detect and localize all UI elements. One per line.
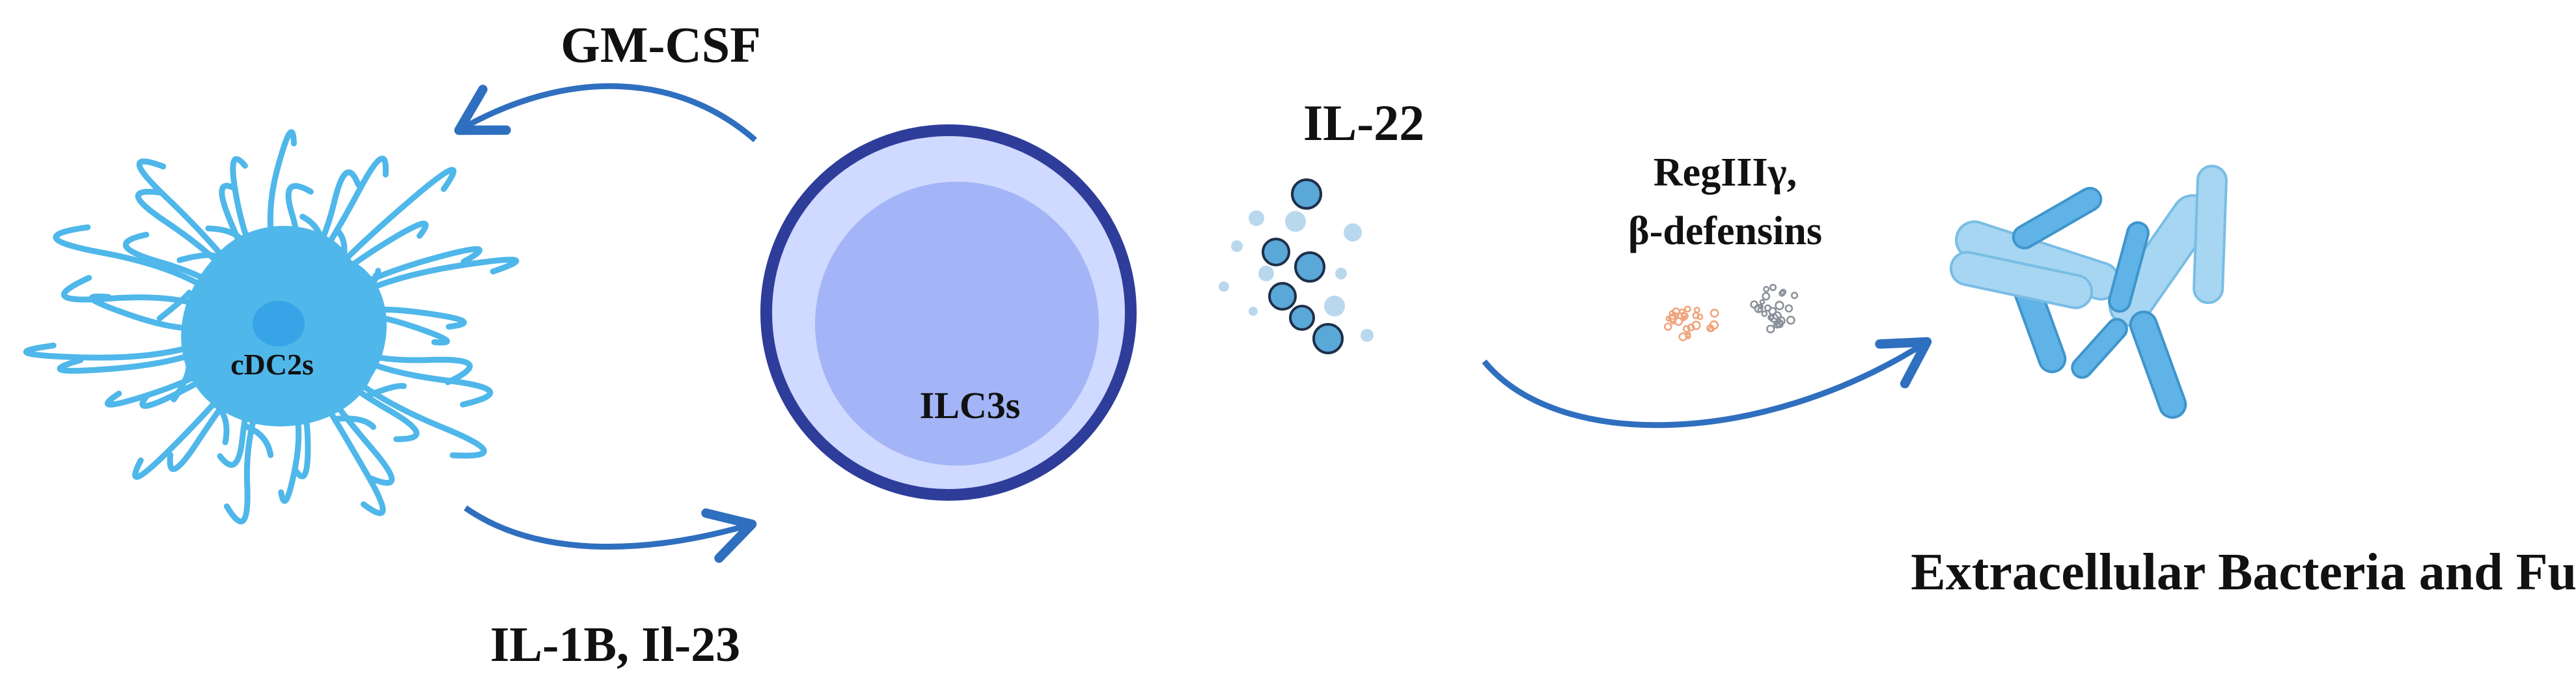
peptide-dot: [1761, 310, 1768, 317]
peptide-dot: [1750, 300, 1758, 309]
peptide-dot: [1773, 311, 1782, 320]
peptide-dot: [1757, 307, 1764, 313]
il22-particle: [1258, 266, 1274, 281]
peptide-dot: [1763, 286, 1770, 293]
peptide-dot: [1692, 311, 1700, 320]
ilc3-cell-icon: [760, 124, 1137, 501]
il22-particle: [1289, 305, 1315, 331]
bacterium: [2129, 310, 2187, 419]
il22-particle: [1268, 282, 1297, 311]
peptide-dot: [1668, 313, 1677, 323]
gm-csf-label: GM-CSF: [561, 16, 761, 73]
il22-particle: [1291, 178, 1322, 210]
bacterium: [2012, 187, 2103, 249]
peptide-dot: [1678, 332, 1688, 342]
il22-particle: [1361, 329, 1374, 342]
il22-particle: [1262, 238, 1290, 266]
dendrite-branch: [332, 415, 376, 430]
bacterium: [1949, 251, 2094, 309]
dendrite-branch: [363, 383, 407, 400]
peptide-dot: [1773, 320, 1781, 329]
peptide-dot: [1767, 314, 1775, 321]
peptide-dot: [1768, 307, 1777, 316]
il22-to-microbes-arrow: [1482, 337, 1932, 428]
il22-particle: [1249, 210, 1264, 226]
peptide-particles-icon: [1663, 283, 1799, 342]
peptide-dot: [1708, 326, 1715, 333]
peptide-dot: [1776, 320, 1784, 328]
peptide-dot: [1780, 288, 1787, 296]
il22-particle: [1344, 223, 1362, 242]
peptide-dot: [1663, 322, 1672, 331]
peptide-dot: [1680, 315, 1687, 322]
peptide-dot: [1790, 292, 1799, 300]
il22-particle: [1285, 211, 1306, 232]
peptide-dot: [1769, 283, 1777, 291]
il22-particle: [1294, 251, 1325, 283]
il22-particle: [1324, 296, 1345, 316]
peptide-dot: [1775, 300, 1784, 311]
il22-particle: [1312, 323, 1344, 354]
regiii-label-line2: β-defensins: [1628, 209, 1822, 253]
dendritic-cell-icon: [23, 129, 519, 525]
peptide-dot: [1684, 305, 1691, 313]
cytokine-particles-icon: [1219, 178, 1374, 354]
dendrite-branch: [242, 423, 274, 458]
il22-particle: [1231, 240, 1243, 252]
dc-nucleus: [253, 301, 305, 346]
gm-csf-arrow: [454, 83, 757, 143]
peptide-dot: [1759, 299, 1766, 305]
peptide-dot: [1672, 307, 1681, 316]
peptide-dot: [1766, 324, 1775, 333]
bacteria-icon: [1949, 165, 2228, 419]
peptide-dot: [1758, 303, 1764, 310]
cdc2s-label: cDC2s: [230, 348, 314, 381]
peptide-dot: [1762, 292, 1771, 301]
bacterium: [2193, 165, 2228, 304]
peptide-dot: [1680, 311, 1687, 318]
peptide-dot: [1693, 307, 1700, 313]
peptide-dot: [1669, 318, 1676, 325]
dendrite-branch: [156, 290, 193, 322]
il22-particle: [1335, 268, 1347, 279]
il1b-il23-label: IL-1B, Il-23: [490, 617, 740, 672]
ilc3s-label: ILC3s: [920, 384, 1021, 427]
bacterium: [2071, 318, 2128, 379]
il1b-il23-arrow: [464, 505, 757, 563]
regiii-label-line1: RegIIIγ,: [1654, 150, 1797, 195]
il22-particle: [1249, 307, 1258, 316]
peptide-dot: [1784, 304, 1794, 313]
peptide-dot: [1786, 315, 1795, 325]
peptide-dot: [1687, 324, 1695, 331]
il22-particle: [1219, 281, 1229, 292]
il22-label: IL-22: [1303, 94, 1424, 151]
bacterium: [2108, 221, 2150, 313]
peptide-dot: [1710, 309, 1719, 318]
extracellular-label: Extracellular Bacteria and Fungi: [1911, 544, 2576, 601]
